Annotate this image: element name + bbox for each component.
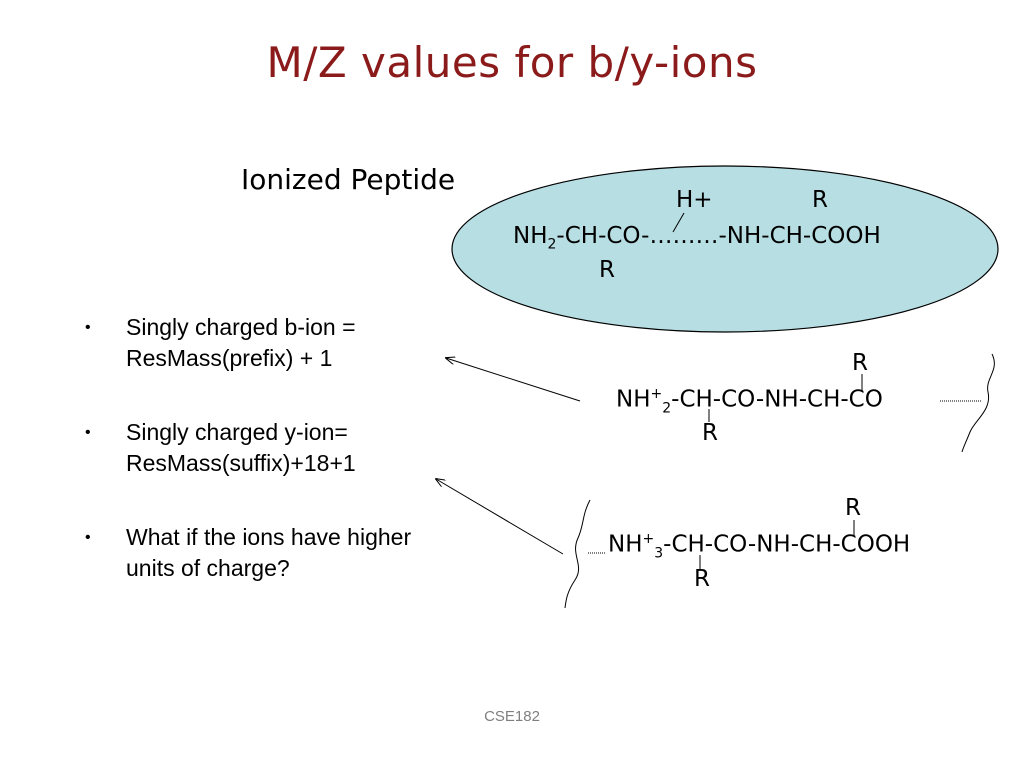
peptide-formula: NH2-CH-CO-………-NH-CH-COOH: [513, 223, 881, 253]
bullet-dot: •: [85, 319, 91, 336]
bullet-list: • Singly charged b-ion = ResMass(prefix)…: [80, 312, 500, 627]
y-ion-break-curve: [564, 499, 591, 609]
h-plus-bond: [672, 212, 685, 233]
bullet-text-line: Singly charged y-ion=: [126, 419, 348, 445]
y-ion-r-top: R: [845, 495, 861, 521]
slide-footer: CSE182: [484, 708, 540, 725]
bullet-text-line: units of charge?: [126, 555, 290, 581]
peptide-r-bottom: R: [599, 257, 615, 283]
bullet-text-line: Singly charged b-ion =: [126, 314, 356, 340]
ionized-peptide-label: Ionized Peptide: [241, 163, 456, 196]
peptide-h-plus: H+: [676, 187, 713, 213]
y-ion-r-bottom: R: [694, 566, 710, 592]
bullet-item-b-ion: • Singly charged b-ion = ResMass(prefix)…: [80, 312, 500, 374]
y-ion-nh: NH: [608, 531, 643, 558]
slide-title: M/Z values for b/y-ions: [266, 38, 758, 87]
peptide-chain: -CH-CO-………-NH-CH-COOH: [556, 223, 881, 249]
ionized-peptide-ellipse: [451, 165, 999, 333]
y-ion-chain: -CH-CO-NH-CH-COOH: [663, 531, 911, 558]
peptide-nh: NH: [513, 223, 548, 249]
bullet-item-y-ion: • Singly charged y-ion= ResMass(suffix)+…: [80, 417, 500, 479]
bullet-text-line: ResMass(prefix) + 1: [126, 345, 333, 371]
peptide-nh-subscript: 2: [547, 236, 557, 253]
b-ion-chain: -CH-CO-NH-CH-CO: [671, 386, 883, 413]
b-ion-nh-subscript: 2: [662, 400, 672, 417]
b-ion-r-bottom: R: [702, 420, 718, 446]
peptide-r-top: R: [812, 187, 828, 213]
y-ion-formula: NH+3-CH-CO-NH-CH-COOH: [608, 531, 910, 561]
bullet-text-line: What if the ions have higher: [126, 524, 412, 550]
b-ion-nh-superscript: +: [650, 386, 663, 402]
bullet-dot: •: [85, 424, 91, 441]
y-ion-nh-superscript: +: [642, 531, 655, 547]
b-ion-r-top: R: [852, 350, 868, 376]
y-ion-arrow: [436, 479, 564, 555]
b-ion-break-curve: [961, 353, 995, 453]
bullet-dot: •: [85, 529, 91, 546]
b-ion-nh: NH: [616, 386, 651, 413]
b-ion-formula: NH+2-CH-CO-NH-CH-CO: [616, 386, 883, 416]
bullet-text-line: ResMass(suffix)+18+1: [126, 450, 356, 476]
b-ion-arrow: [446, 358, 581, 402]
bullet-item-higher-charge: • What if the ions have higher units of …: [80, 522, 500, 584]
y-ion-nh-subscript: 3: [654, 545, 664, 562]
